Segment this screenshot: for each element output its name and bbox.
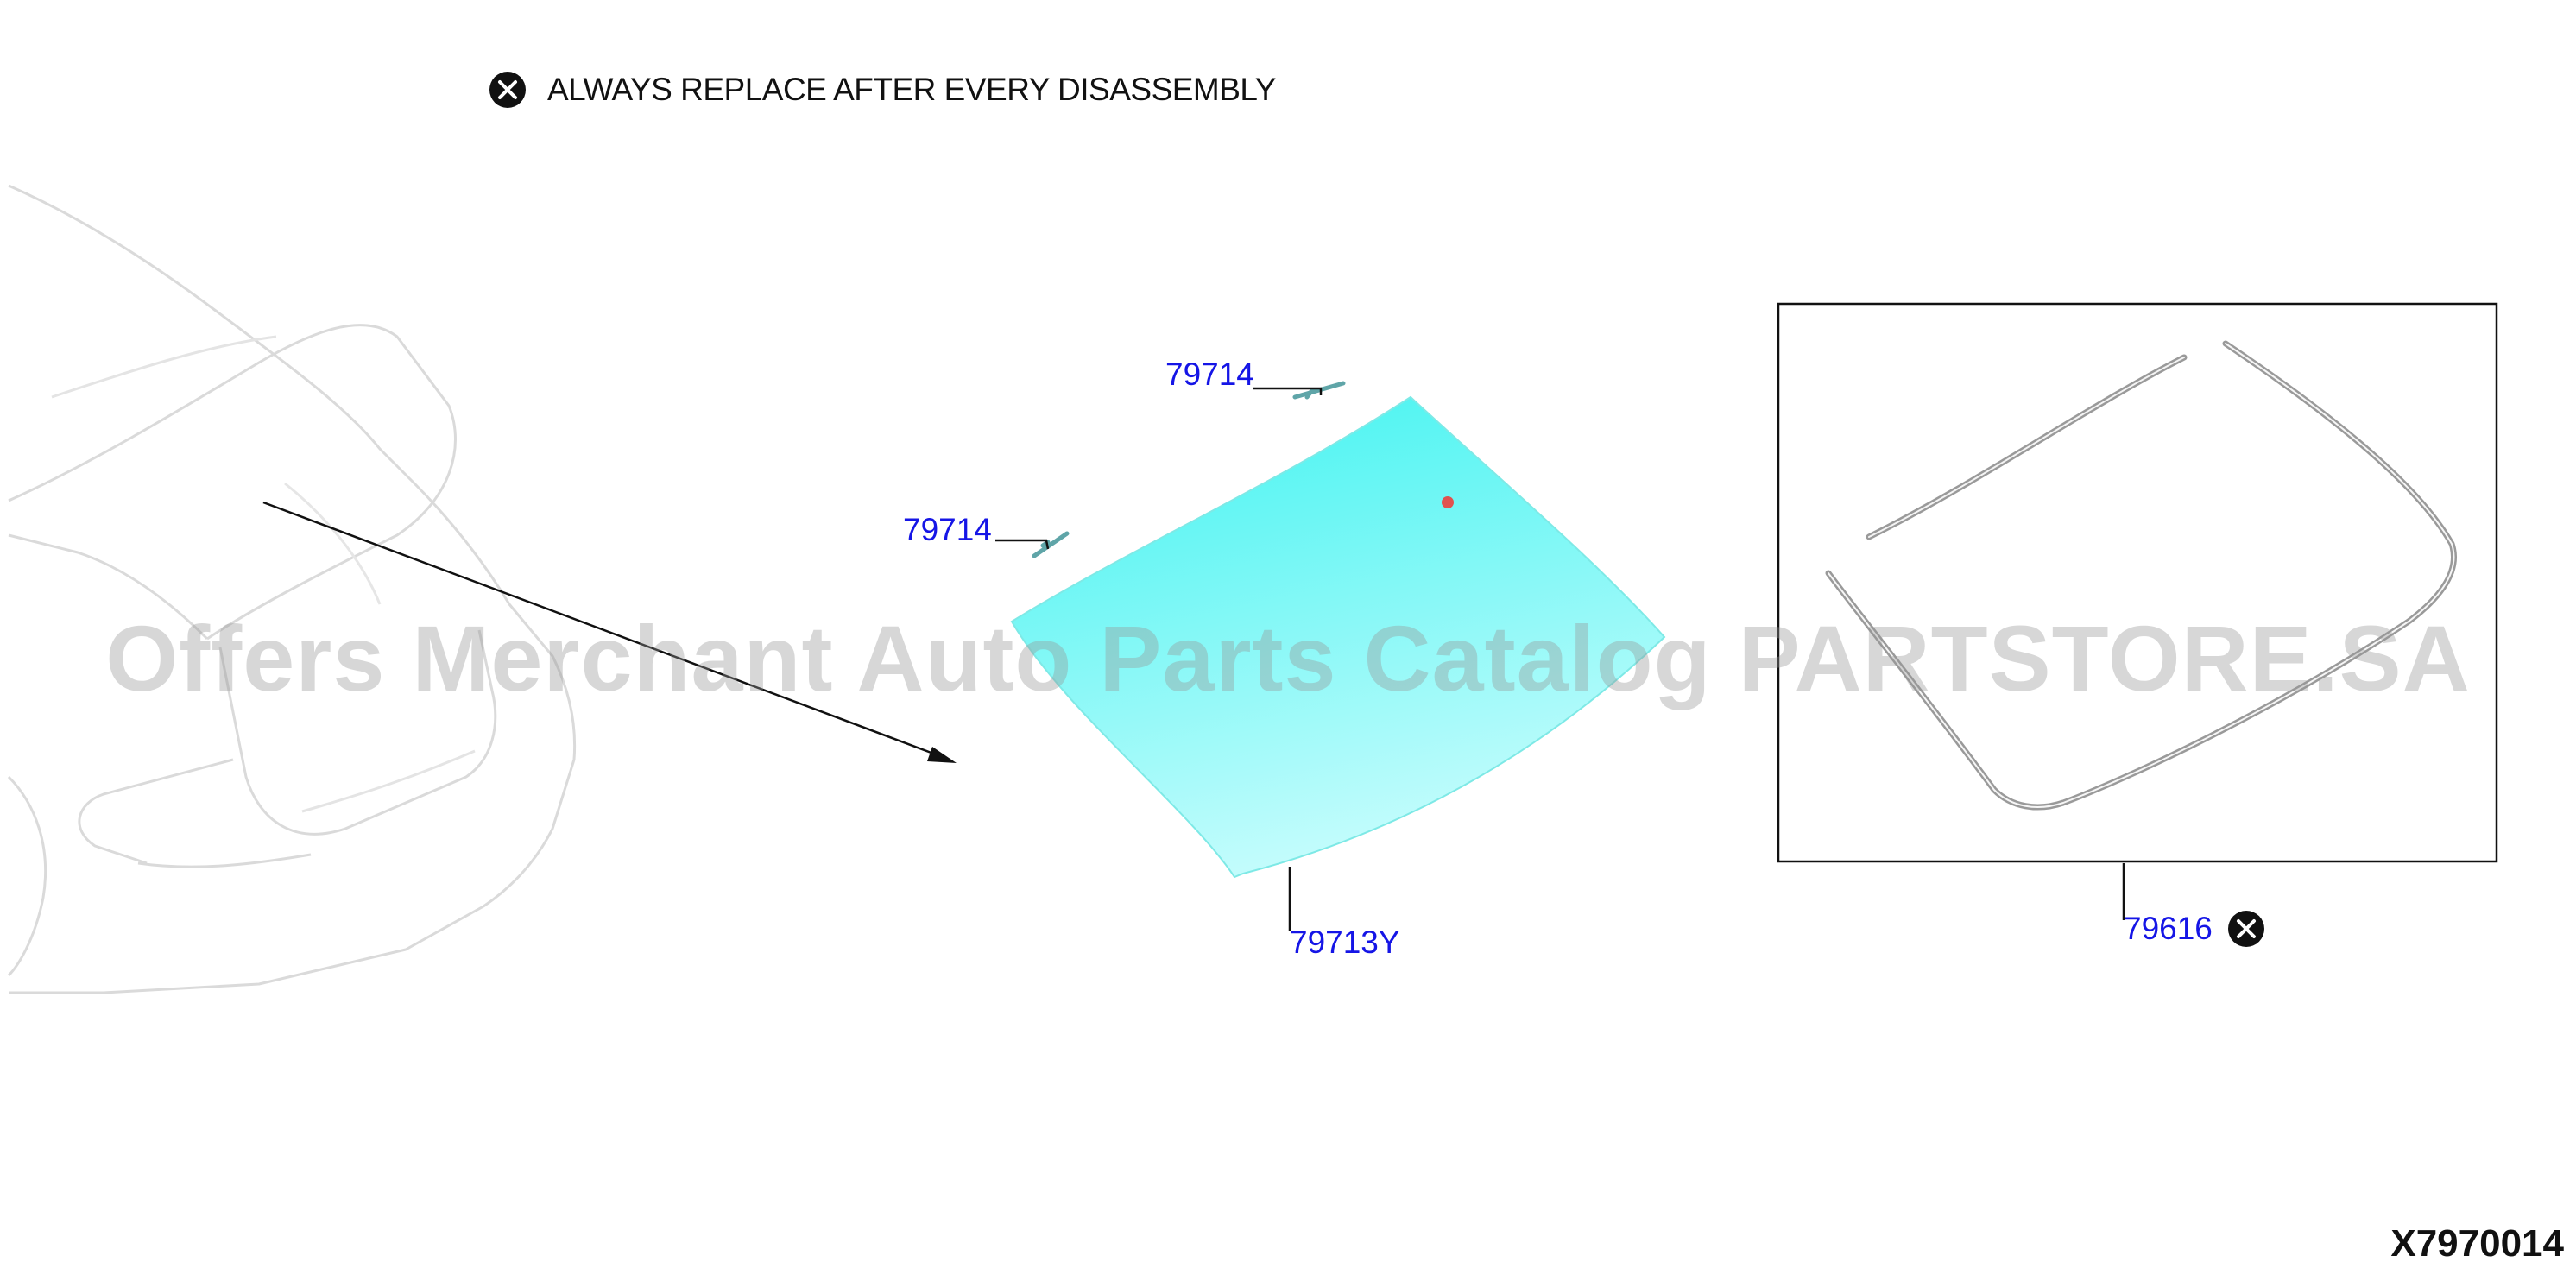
legend-text: ALWAYS REPLACE AFTER EVERY DISASSEMBLY [547, 72, 1276, 107]
leader-arrow [262, 501, 957, 763]
rear-window-glass [1010, 395, 1666, 879]
legend: ALWAYS REPLACE AFTER EVERY DISASSEMBLY [489, 71, 1276, 109]
glass-marker-dot [1442, 496, 1454, 508]
callout-molding[interactable]: 79616 [2124, 911, 2213, 946]
callout-rear-window-glass[interactable]: 79713Y [1290, 924, 1400, 960]
vehicle-rear-illustration [7, 184, 577, 994]
molding-replace-icon [2228, 911, 2264, 947]
replace-part-icon [489, 72, 526, 108]
clip-upper [1292, 381, 1346, 400]
clip-left [1032, 531, 1070, 558]
callout-clip-upper[interactable]: 79714 [1165, 357, 1254, 392]
callout-clip-left[interactable]: 79714 [903, 512, 992, 547]
weatherstrip-molding [1825, 340, 2458, 811]
callout-leaders [995, 387, 2125, 931]
molding-detail-frame [1777, 302, 2498, 863]
diagram-code: X7970014 [2390, 1222, 2564, 1265]
